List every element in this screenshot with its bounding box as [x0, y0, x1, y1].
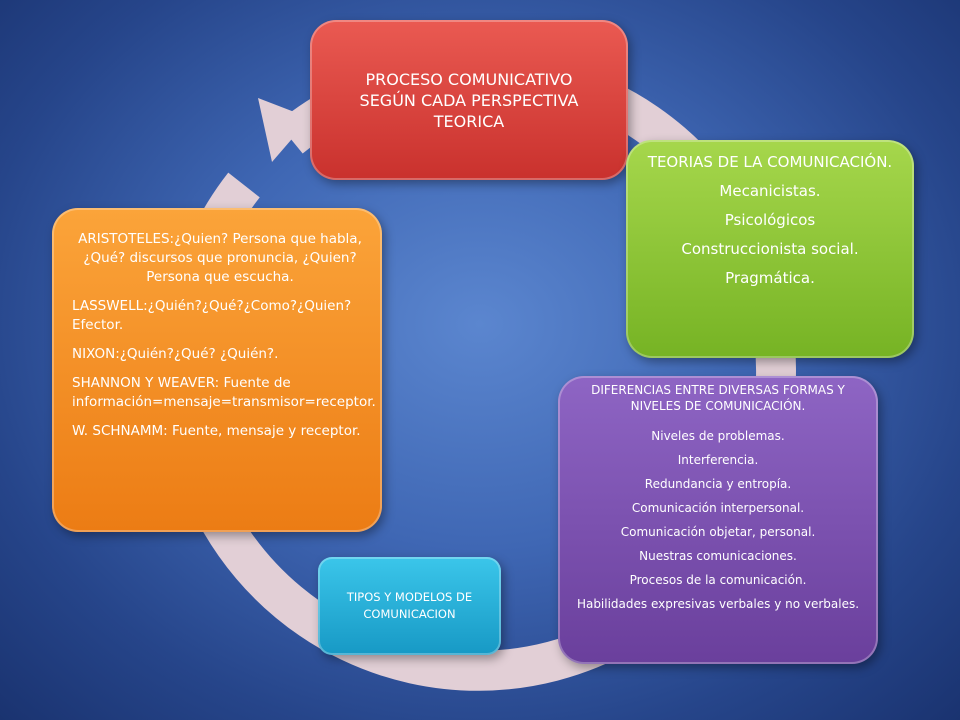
node-teorias-item: Pragmática.	[725, 269, 815, 287]
node-diferencias-item: Comunicación objetar, personal.	[620, 525, 816, 539]
node-autores-item: NIXON:¿Quién?¿Qué? ¿Quién?.	[72, 346, 279, 362]
node-modelos-autores: ARISTOTELES:¿Quien? Persona que habla, ¿…	[52, 208, 382, 532]
node-autores-item: LASSWELL:¿Quién?¿Qué?¿Como?¿Quien? Efect…	[72, 298, 352, 333]
node-autores-item: W. SCHNAMM: Fuente, mensaje y receptor.	[72, 423, 361, 439]
node-proceso-comunicativo: PROCESO COMUNICATIVO SEGÚN CADA PERSPECT…	[310, 20, 628, 180]
node-teorias-item: Mecanicistas.	[719, 182, 821, 200]
node-diferencias-item: Nuestras comunicaciones.	[639, 549, 797, 563]
node-diferencias-title: DIFERENCIAS ENTRE DIVERSAS FORMAS Y NIVE…	[591, 383, 845, 413]
node-teorias: TEORIAS DE LA COMUNICACIÓN. Mecanicistas…	[626, 140, 914, 358]
node-autores-item: ARISTOTELES:¿Quien? Persona que habla, ¿…	[78, 231, 362, 285]
node-proceso-comunicativo-text: PROCESO COMUNICATIVO SEGÚN CADA PERSPECT…	[359, 69, 579, 131]
node-tipos-modelos-text: TIPOS Y MODELOS DE COMUNICACION	[346, 590, 473, 621]
node-diferencias-item: Habilidades expresivas verbales y no ver…	[576, 597, 860, 611]
node-diferencias: DIFERENCIAS ENTRE DIVERSAS FORMAS Y NIVE…	[558, 376, 878, 664]
node-teorias-item: Psicológicos	[724, 211, 816, 229]
cycle-arrowhead	[258, 98, 310, 162]
node-teorias-title: TEORIAS DE LA COMUNICACIÓN.	[647, 153, 893, 171]
node-autores-item: SHANNON Y WEAVER: Fuente de información=…	[72, 375, 376, 410]
node-teorias-item: Construccionista social.	[681, 240, 859, 258]
node-diferencias-item: Redundancia y entropía.	[644, 477, 792, 491]
node-diferencias-item: Comunicación interpersonal.	[631, 501, 805, 515]
node-diferencias-item: Niveles de problemas.	[651, 429, 785, 443]
node-diferencias-item: Procesos de la comunicación.	[629, 573, 807, 587]
node-tipos-modelos: TIPOS Y MODELOS DE COMUNICACION	[318, 557, 501, 655]
node-diferencias-item: Interferencia.	[677, 453, 759, 467]
